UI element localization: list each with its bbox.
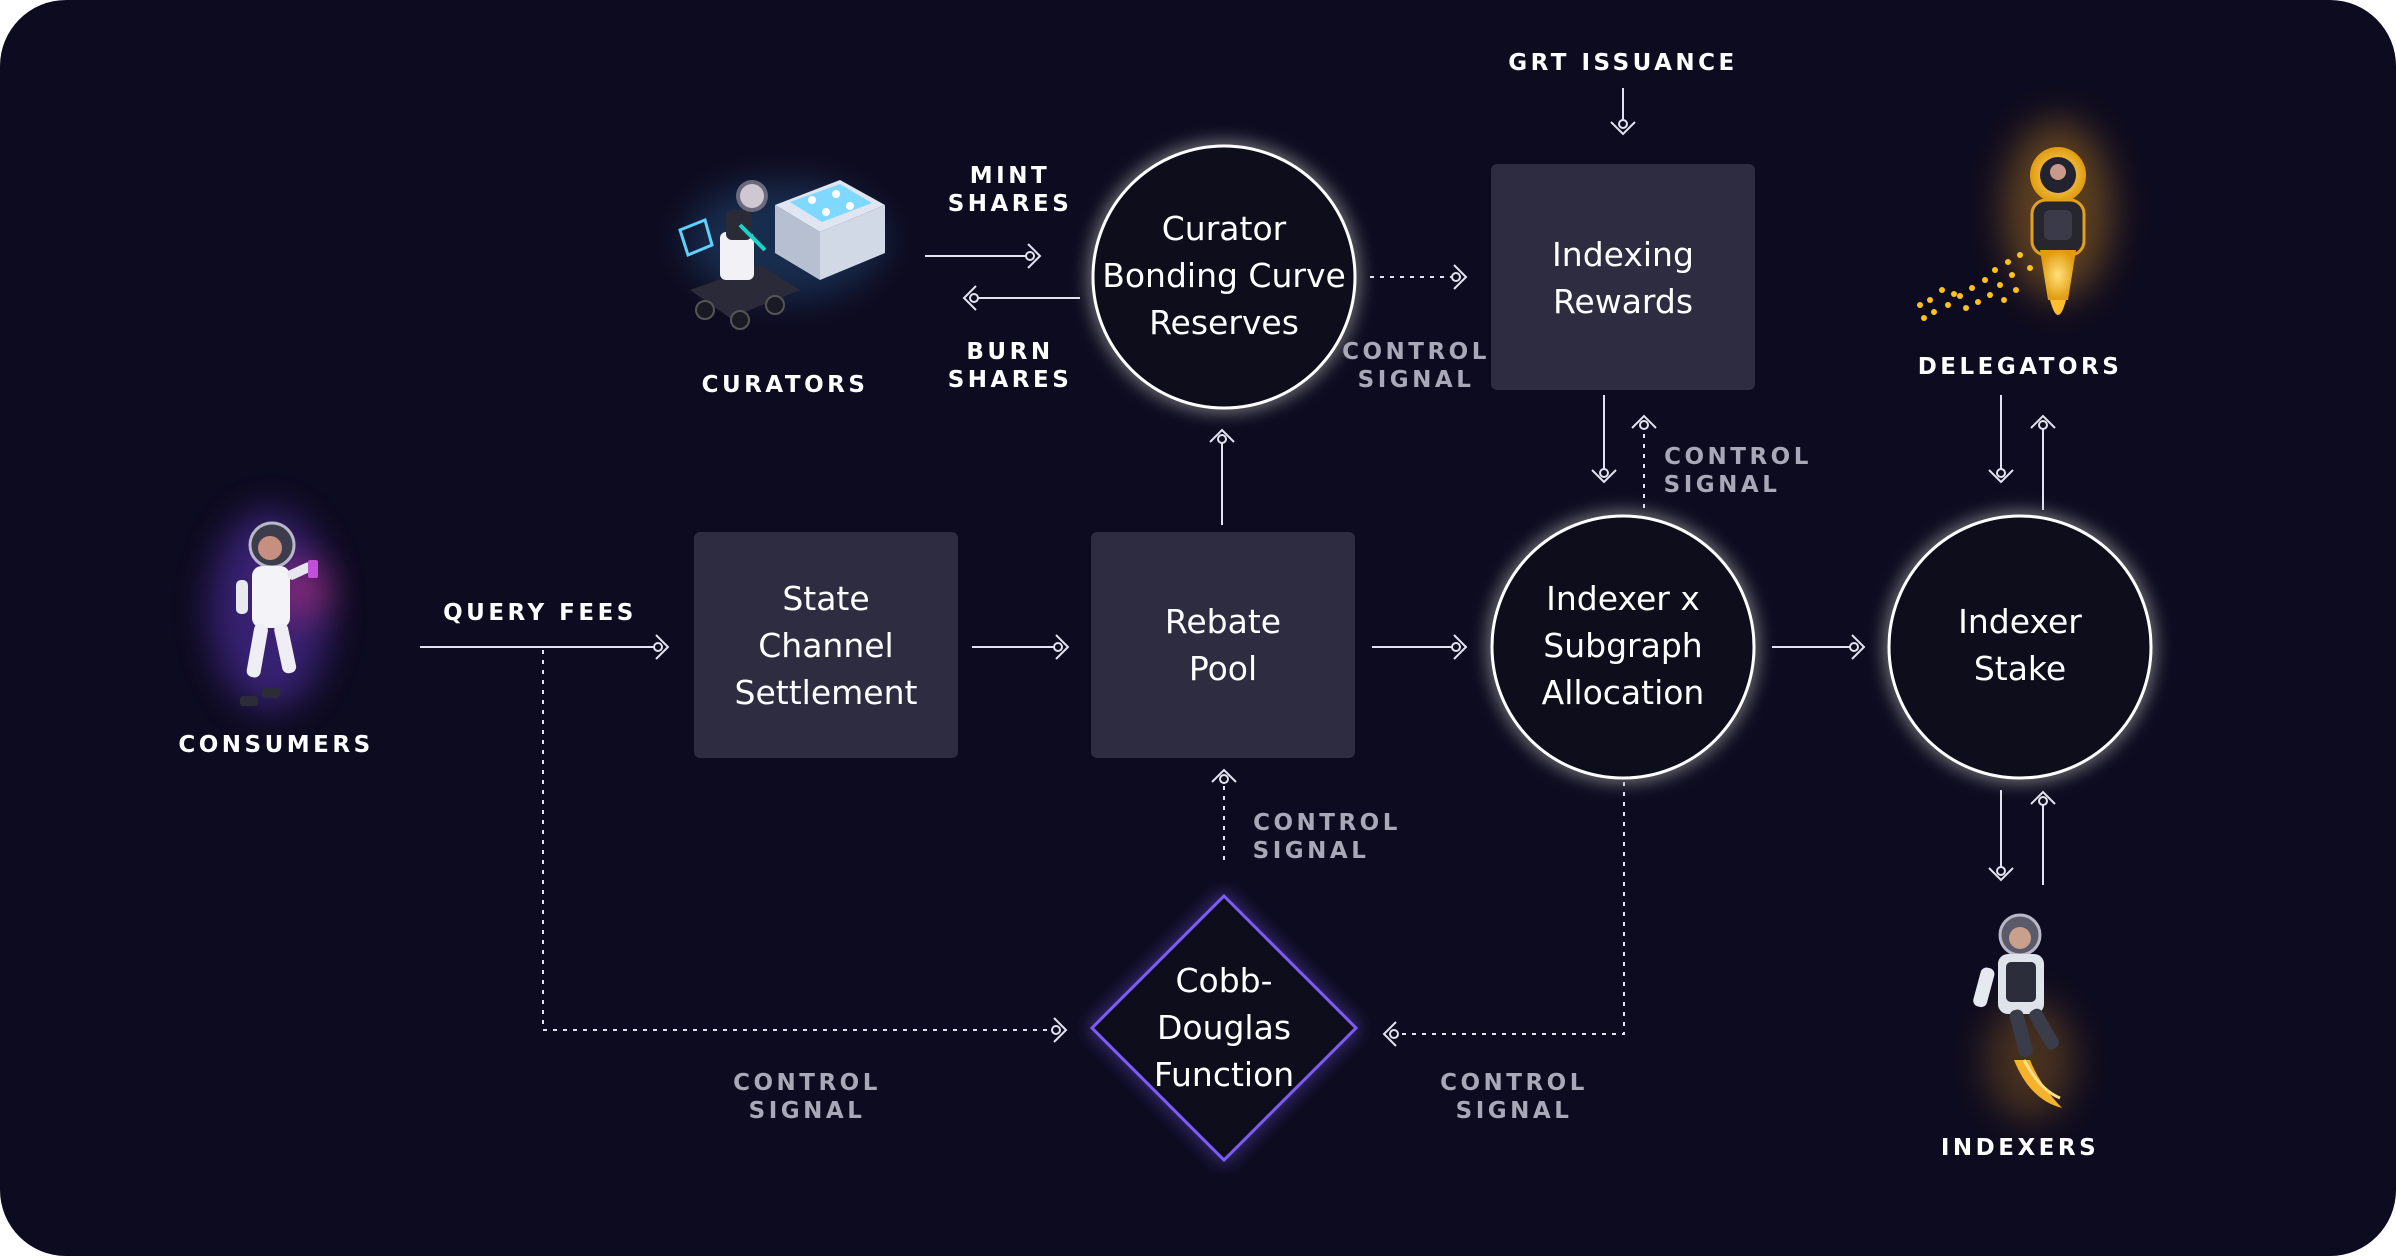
query-fees-label: QUERY FEES [443,600,637,626]
allocation-line-1: Indexer x [1546,579,1700,618]
allocation-to-cobb-control-arrow [1382,782,1625,1047]
query-fees-arrow [420,634,670,660]
state-to-rebate-arrow [972,634,1070,660]
consumers-illustration [210,510,330,710]
delegators-label: DELEGATORS [1918,354,2123,380]
state-channel-settlement-node: State Channel Settlement [694,532,958,758]
curators-illustration [678,180,885,330]
indexing-rewards-node: Indexing Rewards [1491,164,1755,390]
indexer-stake-line-2: Stake [1974,649,2066,688]
control-signal-query-1: CONTROL [733,1070,881,1096]
curator-bonding-line-1: Curator [1162,209,1287,248]
consumers-label: CONSUMERS [178,732,373,758]
gold-particles [1917,252,2033,321]
state-channel-line-3: Settlement [735,673,918,712]
grt-issuance-arrow [1610,88,1636,136]
delegators-illustration [1917,120,2113,321]
curator-bonding-line-2: Bonding Curve [1102,256,1346,295]
rebate-to-curator-arrow [1209,428,1235,525]
allocation-to-stake-arrow [1772,634,1866,660]
allocation-line-2: Subgraph [1543,626,1702,665]
rewards-to-allocation-arrow [1591,395,1617,484]
control-signal-rewards-2: SIGNAL [1664,472,1781,498]
rebate-pool-line-1: Rebate [1165,602,1281,641]
indexing-rewards-line-2: Rewards [1553,282,1693,321]
cobb-douglas-line-1: Cobb- [1175,961,1272,1000]
burn-shares-label-2: SHARES [948,367,1073,393]
state-channel-line-1: State [782,579,869,618]
allocation-to-rewards-control-arrow [1631,414,1657,508]
mint-shares-label-2: SHARES [948,191,1073,217]
delegators-to-stake-arrow [1988,395,2014,484]
control-signal-curator-1: CONTROL [1342,339,1490,365]
state-channel-line-2: Channel [758,626,893,665]
rebate-pool-node: Rebate Pool [1091,532,1355,758]
mint-shares-arrow [925,243,1042,269]
control-signal-curator-2: SIGNAL [1358,367,1475,393]
control-signal-query-2: SIGNAL [749,1098,866,1124]
curator-bonding-line-3: Reserves [1149,303,1299,342]
curator-bonding-curve-node: Curator Bonding Curve Reserves [1091,144,1357,410]
grt-issuance-label: GRT ISSUANCE [1508,50,1738,76]
burn-shares-label-1: BURN [966,339,1053,365]
rebate-pool-line-2: Pool [1189,649,1257,688]
cobb-douglas-line-3: Function [1154,1055,1294,1094]
indexers-label: INDEXERS [1941,1135,2099,1161]
indexers-to-stake-arrow [2030,790,2056,885]
indexer-stake-node: Indexer Stake [1887,514,2153,780]
curator-to-rewards-control-arrow [1370,264,1468,290]
cobb-douglas-function-node: Cobb- Douglas Function [1089,893,1359,1163]
rebate-to-allocation-arrow [1372,634,1468,660]
indexer-stake-line-1: Indexer [1958,602,2082,641]
indexers-illustration [1973,913,2075,1120]
indexer-subgraph-allocation-node: Indexer x Subgraph Allocation [1490,514,1756,780]
curators-label: CURATORS [702,372,869,398]
control-signal-rebate-2: SIGNAL [1253,838,1370,864]
indexing-rewards-line-1: Indexing [1552,235,1694,274]
burn-shares-arrow [962,285,1080,311]
control-signal-rebate-1: CONTROL [1253,810,1401,836]
cobb-douglas-line-2: Douglas [1157,1008,1291,1047]
control-signal-allocation-1: CONTROL [1440,1070,1588,1096]
stake-to-indexers-arrow [1988,790,2014,882]
allocation-line-3: Allocation [1542,673,1705,712]
query-fees-to-cobb-control-arrow [542,650,1068,1043]
control-signal-allocation-2: SIGNAL [1456,1098,1573,1124]
mint-shares-label-1: MINT [970,163,1050,189]
cobb-to-rebate-control-arrow [1211,768,1237,860]
stake-to-delegators-arrow [2030,414,2056,510]
connectors [420,88,2056,1047]
control-signal-rewards-1: CONTROL [1664,444,1812,470]
